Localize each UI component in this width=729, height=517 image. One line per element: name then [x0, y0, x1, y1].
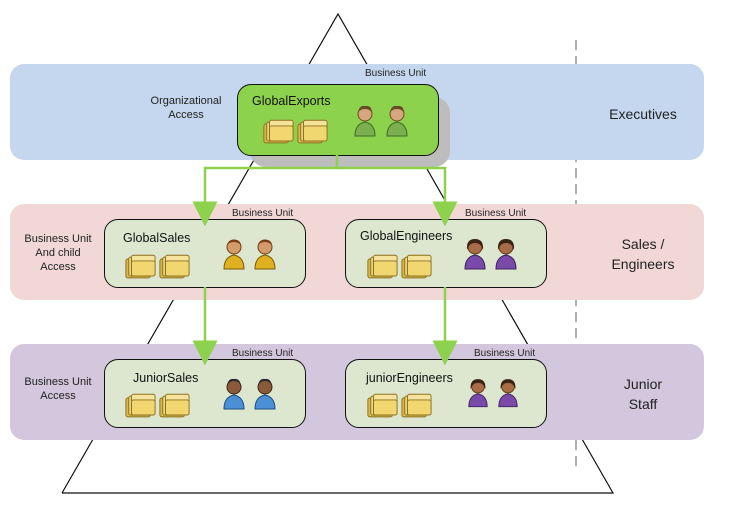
folder-icon	[124, 253, 156, 282]
bu-label-global-exports: Business Unit	[365, 68, 427, 79]
folder-icon	[124, 392, 156, 421]
folder-icon	[366, 253, 398, 282]
unit-name: GlobalEngineers	[360, 229, 453, 243]
bu-label-global-engineers: Business Unit	[465, 208, 527, 219]
user-icon	[385, 103, 409, 137]
folder-icon	[400, 253, 432, 282]
tier-label-junior-staff: Junior Staff	[623, 376, 663, 412]
user-icon	[222, 376, 246, 410]
folder-icon	[158, 253, 190, 282]
user-icon	[222, 236, 246, 270]
user-icon	[497, 376, 519, 408]
unit-name: GlobalExports	[252, 94, 331, 108]
access-label-organizational: Organizational Access	[150, 95, 222, 121]
folder-icon	[366, 392, 398, 421]
unit-name: juniorEngineers	[366, 371, 453, 385]
folder-icon	[296, 118, 328, 147]
bu-label-junior-engineers: Business Unit	[474, 348, 536, 359]
user-icon	[253, 376, 277, 410]
user-icon	[467, 376, 489, 408]
folder-icon	[400, 392, 432, 421]
folder-icon	[158, 392, 190, 421]
unit-name: JuniorSales	[133, 371, 199, 385]
bu-label-junior-sales: Business Unit	[232, 348, 294, 359]
tier-label-sales-engineers: Sales / Engineers	[611, 236, 675, 272]
user-icon	[353, 103, 377, 137]
folder-icon	[262, 118, 294, 147]
tier-label-executives: Executives	[609, 106, 677, 122]
unit-global-exports[interactable]: GlobalExports	[237, 84, 439, 156]
user-icon	[463, 236, 487, 270]
unit-name: GlobalSales	[123, 231, 191, 245]
user-icon	[253, 236, 277, 270]
access-label-business-unit: Business Unit Access	[24, 376, 92, 402]
arrow-exports-to-engineers	[337, 166, 458, 227]
user-icon	[494, 236, 518, 270]
arrow-exports-to-sales	[192, 154, 339, 227]
access-label-business-unit-child: Business Unit And child Access	[24, 233, 92, 273]
bu-label-global-sales: Business Unit	[232, 208, 294, 219]
